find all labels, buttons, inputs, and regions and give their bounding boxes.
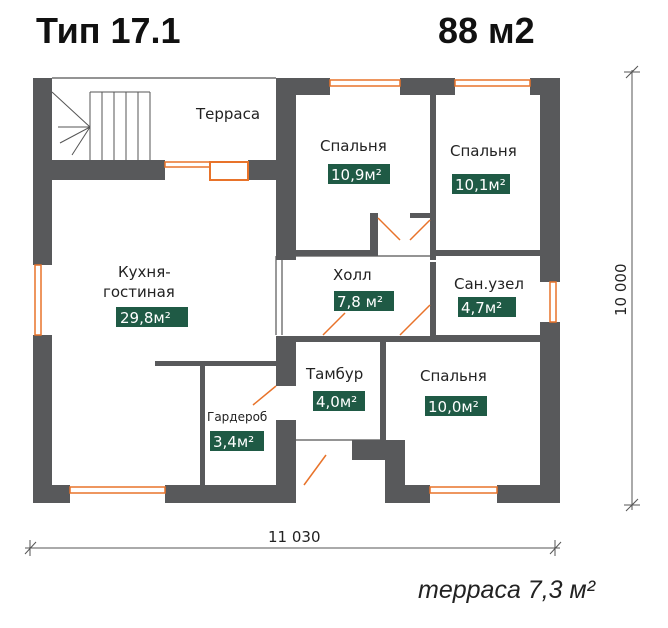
walls bbox=[33, 78, 560, 503]
total-area: 88 м2 bbox=[438, 10, 535, 51]
room-name-bathroom: Сан.узел bbox=[454, 275, 524, 293]
room-name-bedroom-1: Спальня bbox=[320, 137, 387, 155]
stairs bbox=[51, 91, 151, 160]
windows-doors bbox=[34, 79, 557, 494]
area-bedroom-1: 10,9м² bbox=[331, 166, 382, 184]
area-bedroom-3: 10,0м² bbox=[428, 398, 479, 416]
area-bathroom: 4,7м² bbox=[461, 299, 502, 317]
room-name-hall: Холл bbox=[333, 266, 372, 284]
area-kitchen: 29,8м² bbox=[120, 309, 171, 327]
area-wardrobe: 3,4м² bbox=[213, 433, 254, 451]
room-name-bedroom-3: Спальня bbox=[420, 367, 487, 385]
dimension-lines bbox=[24, 65, 640, 556]
thin-lines bbox=[52, 77, 430, 441]
room-name-kitchen-2: гостиная bbox=[103, 283, 175, 301]
area-bedroom-2: 10,1м² bbox=[455, 176, 506, 194]
terrace-area-note: терраса 7,3 м² bbox=[418, 576, 595, 604]
room-name-kitchen: Кухня- bbox=[118, 263, 171, 281]
room-name-bedroom-2: Спальня bbox=[450, 142, 517, 160]
area-vestibule: 4,0м² bbox=[316, 393, 357, 411]
width-dimension: 11 030 bbox=[268, 528, 321, 546]
room-name-vestibule: Тамбур bbox=[305, 365, 363, 383]
room-name-terrace: Терраса bbox=[195, 105, 260, 123]
room-name-wardrobe: Гардероб bbox=[207, 410, 267, 424]
plan-type-title: Тип 17.1 bbox=[36, 10, 181, 51]
area-hall: 7,8 м² bbox=[337, 293, 383, 311]
height-dimension: 10 000 bbox=[612, 264, 630, 317]
